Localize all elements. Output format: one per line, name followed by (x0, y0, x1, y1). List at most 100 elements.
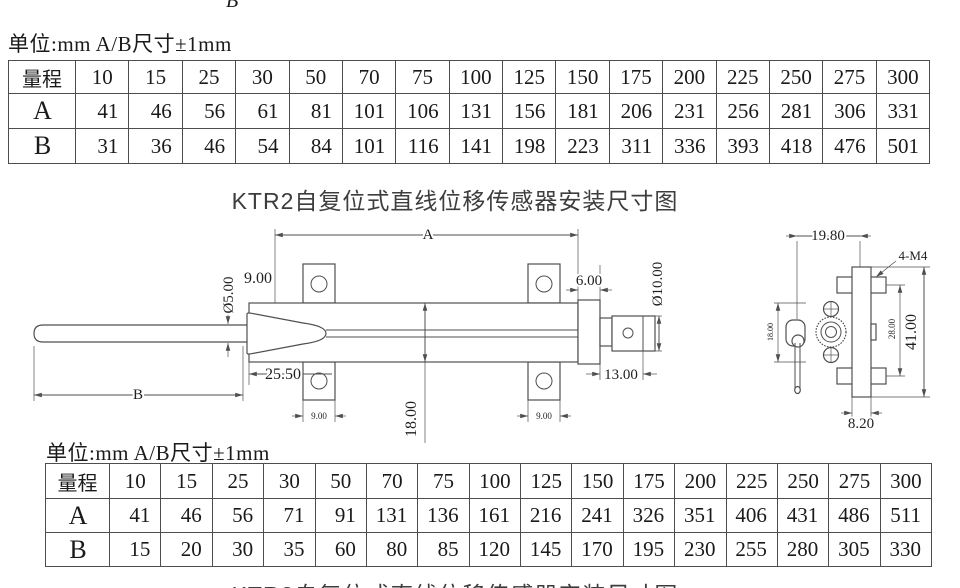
table-cell: 56 (211, 498, 265, 533)
side-rod-section (791, 334, 805, 348)
table-cell: 256 (715, 93, 770, 129)
table-cell: 101 (341, 93, 397, 129)
side-knurled-ring (815, 316, 847, 348)
table-cell: 100 (468, 463, 522, 499)
table-cell: 100 (448, 60, 504, 94)
dim-label-side-body: 18.00 (766, 323, 775, 341)
table-cell: 25 (181, 60, 237, 94)
table-cell: 80 (365, 532, 419, 567)
unit-label-top: 单位:mm A/B尺寸±1mm (8, 32, 232, 56)
table-cell: 225 (715, 60, 770, 94)
table-cell: 30 (263, 463, 316, 499)
table-cell: 136 (417, 498, 470, 533)
table-cell: 275 (828, 463, 881, 499)
table-cell: 125 (501, 60, 557, 94)
dim-label-tab-right: 9.00 (536, 411, 552, 421)
diagram-title-clipped: KTR2自复位式直线位移传感器安装尺寸图 (0, 576, 935, 588)
table-cell: 60 (314, 532, 367, 567)
table-cell: 206 (608, 93, 664, 129)
side-rod-tip (794, 385, 801, 395)
side-mounting-plate (851, 266, 872, 398)
table-cell: 101 (341, 128, 397, 164)
table-cell: 326 (622, 498, 676, 533)
front-view-drawing: A B 9.00 Ø5.00 25.50 18.00 6.00 (33, 225, 668, 443)
table-cell: 241 (571, 498, 624, 533)
unit-label-bottom: 单位:mm A/B尺寸±1mm (46, 441, 270, 465)
dim-label-28: 28.00 (887, 318, 897, 339)
dim-label-1980: 19.80 (811, 228, 845, 244)
table-cell: 131 (448, 93, 504, 129)
table-cell: 20 (160, 532, 213, 567)
table-cell: 306 (822, 93, 877, 129)
table-cell: 200 (662, 60, 717, 94)
row-b-label: B (45, 532, 110, 567)
row-a-label: A (8, 93, 76, 129)
table-cell: 281 (768, 93, 824, 129)
table-cell: 116 (395, 128, 450, 164)
row-b-label: B (8, 128, 76, 164)
table-cell: 476 (822, 128, 877, 164)
table-cell: 156 (501, 93, 557, 129)
table-cell: 46 (128, 93, 183, 129)
table-cell: 200 (674, 463, 727, 499)
table-cell: 141 (448, 128, 504, 164)
dim-label-13: 13.00 (604, 367, 638, 383)
table-cell: 351 (674, 498, 727, 533)
table-cell: 331 (875, 93, 931, 129)
mount-tab-top-left (302, 263, 336, 304)
mount-hole (310, 372, 328, 390)
row-a-label: A (45, 498, 110, 533)
table-cell: 225 (725, 463, 778, 499)
measuring-rod (33, 324, 249, 343)
installation-drawing: A B 9.00 Ø5.00 25.50 18.00 6.00 (33, 225, 930, 443)
table-cell: 300 (875, 60, 931, 94)
table-cell: 431 (776, 498, 830, 533)
table-cell: 35 (263, 532, 316, 567)
table-cell: 106 (395, 93, 450, 129)
side-view-drawing: 19.80 4-M4 18.00 28.00 41.00 8.20 (764, 226, 930, 434)
table-cell: 511 (879, 498, 933, 533)
table-cell: 300 (879, 463, 933, 499)
table-cell: 175 (622, 463, 676, 499)
table-cell: 30 (211, 532, 265, 567)
table-cell: 280 (776, 532, 830, 567)
table-cell: 71 (263, 498, 316, 533)
table-cell: 36 (128, 128, 183, 164)
mount-tab-bottom-left (302, 361, 336, 401)
table-cell: 50 (288, 60, 343, 94)
table-cell: 198 (501, 128, 557, 164)
table-cell: 216 (519, 498, 573, 533)
end-cap (577, 299, 601, 365)
table-cell: 25 (211, 463, 265, 499)
table-cell: 91 (314, 498, 367, 533)
table-cell: 145 (519, 532, 573, 567)
table-cell: 10 (108, 463, 162, 499)
table-cell: 81 (288, 93, 343, 129)
table-cell: 84 (288, 128, 343, 164)
table-cell: 75 (417, 463, 470, 499)
table-cell: 30 (235, 60, 290, 94)
table-cell: 275 (822, 60, 877, 94)
table-cell: 393 (715, 128, 770, 164)
table-cell: 31 (74, 128, 130, 164)
connector-neck (599, 317, 613, 347)
table-cell: 231 (662, 93, 717, 129)
table-cell: 255 (725, 532, 778, 567)
range-header-cell: 量程 (45, 463, 110, 499)
table-cell: 330 (879, 532, 933, 567)
dim-label-a: A (423, 227, 434, 243)
table-cell: 41 (108, 498, 162, 533)
dim-label-tab-left: 9.00 (311, 411, 327, 421)
table-cell: 311 (608, 128, 664, 164)
table-cell: 223 (555, 128, 610, 164)
rod-cone (246, 312, 327, 355)
table-cell: 305 (828, 532, 881, 567)
dim-label-41: 41.00 (903, 314, 920, 350)
table-cell: 15 (108, 532, 162, 567)
diagram-title: KTR2自复位式直线位移传感器安装尺寸图 (231, 188, 679, 214)
